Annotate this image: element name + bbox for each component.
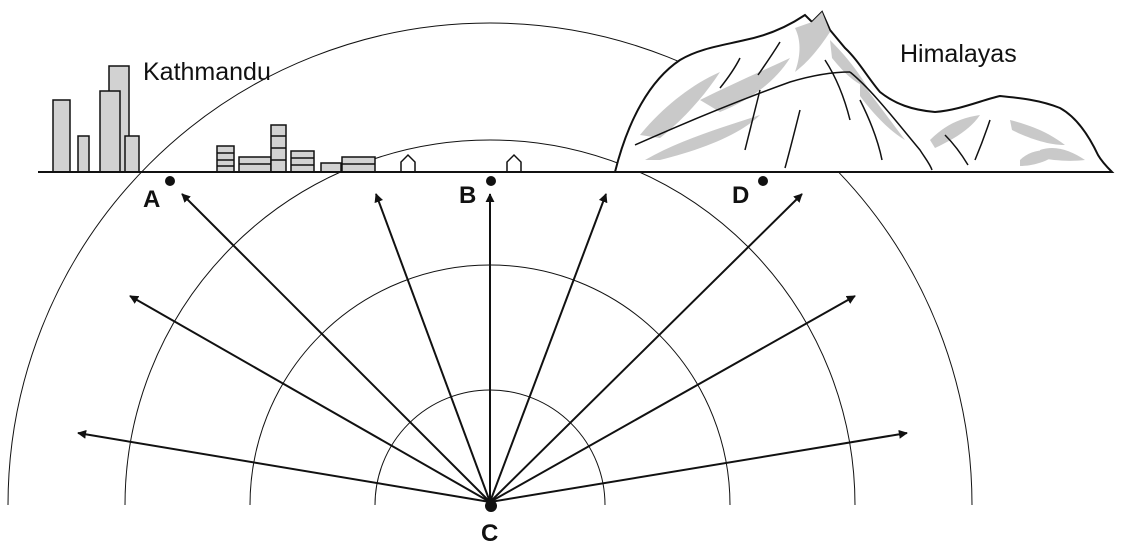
- building: [52, 99, 71, 173]
- himalayas-mountain: [613, 10, 1115, 173]
- point-c-dot: [485, 500, 497, 512]
- arrow: [489, 193, 608, 503]
- house: [400, 153, 416, 172]
- arrow: [374, 193, 491, 503]
- point-a-dot: [165, 176, 175, 186]
- point-a-label: A: [143, 186, 160, 213]
- building: [99, 90, 121, 173]
- wave-arrows: [77, 193, 908, 503]
- point-d-label: D: [732, 182, 749, 209]
- wave-ring-4: [7, 22, 973, 506]
- arrow: [489, 429, 908, 503]
- arrow: [489, 193, 803, 503]
- point-b-dot: [486, 176, 496, 186]
- arrow: [181, 193, 491, 503]
- arrow: [489, 295, 856, 503]
- house: [506, 153, 522, 172]
- building: [77, 135, 90, 173]
- arrow: [129, 295, 491, 503]
- point-d-dot: [758, 176, 768, 186]
- point-b-label: B: [459, 182, 476, 209]
- himalayas-label: Himalayas: [900, 40, 1017, 68]
- arrow: [77, 429, 491, 503]
- point-c-label: C: [481, 520, 498, 546]
- points: [165, 176, 768, 512]
- kathmandu-label: Kathmandu: [143, 58, 271, 86]
- low-buildings: [216, 124, 376, 173]
- building: [124, 135, 140, 173]
- wave-ring-3: [124, 139, 856, 506]
- kathmandu-buildings: [52, 65, 140, 173]
- small-houses: [400, 153, 522, 172]
